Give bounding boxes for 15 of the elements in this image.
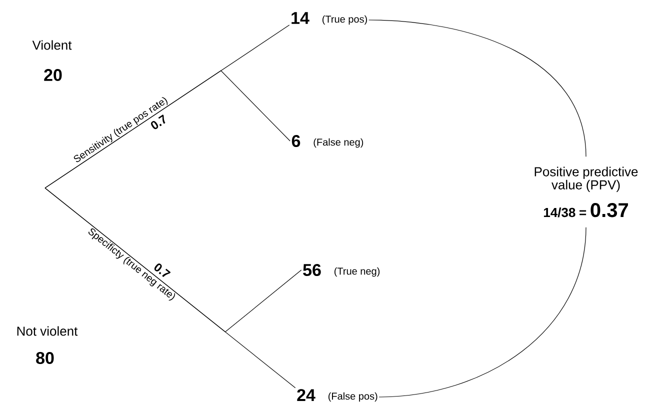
- count-label: 6 (False neg): [292, 134, 364, 148]
- curved-line: [368, 20, 586, 157]
- group-label: 20: [44, 68, 62, 82]
- count-label: 14 (True pos): [292, 12, 367, 25]
- group-label: Violent: [32, 40, 72, 50]
- probability-label: 0.7: [154, 264, 171, 278]
- count-label: 24 (False pos): [297, 389, 378, 402]
- result-text: Positive predictive value (PPV) 14/38 = 0.37: [534, 166, 638, 218]
- probability-label: 0.7: [151, 114, 166, 130]
- curved-line: [378, 227, 586, 398]
- branch-line: [44, 70, 290, 188]
- group-label: 80: [36, 352, 54, 364]
- branch-line: [44, 188, 296, 388]
- count-label: 56 (True neg): [303, 264, 380, 277]
- group-label: Not violent: [17, 326, 78, 336]
